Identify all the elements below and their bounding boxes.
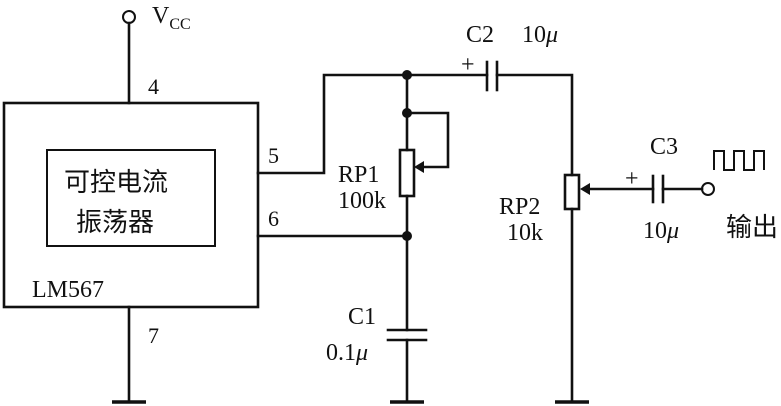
oscillator-label-line1: 可控电流 (64, 168, 168, 198)
pin-5-wire (256, 73, 409, 175)
output-label: 输出 (726, 213, 778, 243)
lm567-chip (2, 101, 260, 309)
pin-4-label: 4 (148, 74, 159, 99)
junction-rp1-wiper (402, 108, 412, 118)
vcc-terminal (122, 10, 136, 105)
vcc-label: VCC (152, 3, 191, 33)
oscillator-label-line2: 振荡器 (76, 208, 154, 238)
pin-5-label: 5 (268, 143, 279, 168)
rp1-ref: RP1 (338, 162, 379, 188)
chip-part-number: LM567 (32, 277, 104, 303)
pin-7-label: 7 (148, 323, 159, 348)
c2-ref: C2 (466, 22, 494, 48)
rp2-wiper-arrow (580, 183, 590, 195)
rp1-value: 100k (338, 188, 386, 214)
c1-value: 0.1μ (326, 340, 368, 366)
rp1-wiper-arrow (414, 161, 424, 173)
c2-right-wire (495, 73, 574, 177)
square-wave-icon (713, 150, 765, 171)
rp2-resistor-body (563, 173, 581, 211)
output-terminal (701, 182, 715, 196)
c2-value: 10μ (522, 22, 558, 48)
c2-polarity: + (461, 52, 475, 78)
rp2-ref: RP2 (499, 194, 540, 220)
rp1-wiper-wire (405, 111, 450, 169)
c1-ref: C1 (348, 304, 376, 330)
c3-polarity: + (625, 166, 639, 192)
pin-6-label: 6 (268, 206, 279, 231)
rp2-value: 10k (507, 220, 543, 246)
c3-ref: C3 (650, 134, 678, 160)
rp1-resistor-body (398, 148, 416, 198)
c3-value: 10μ (643, 218, 679, 244)
